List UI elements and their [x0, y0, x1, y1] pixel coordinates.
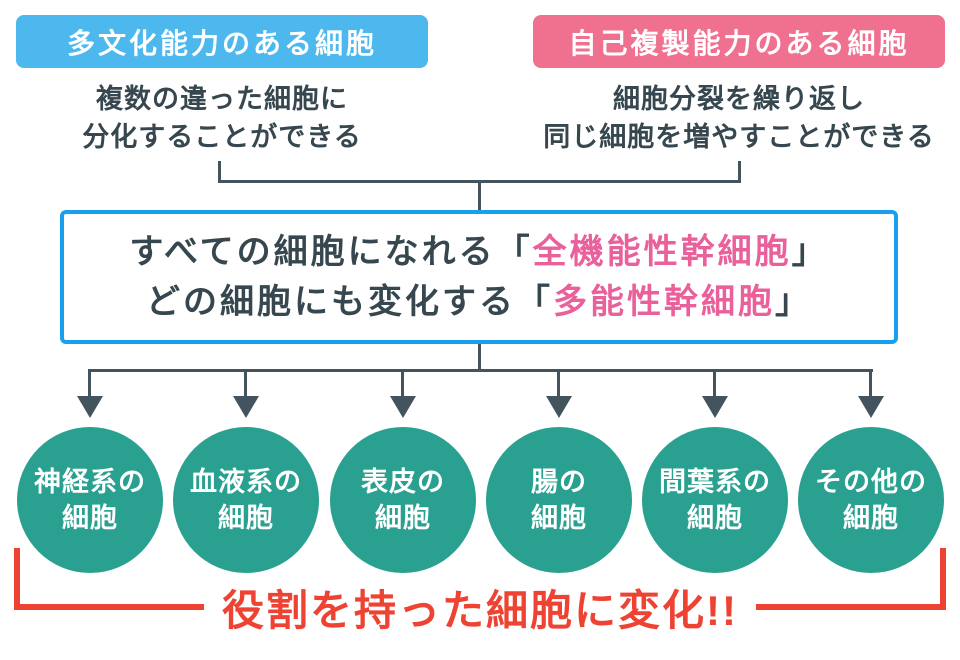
footer-caption: 役割を持った細胞に変化!!: [222, 586, 738, 634]
down-arrow-icon-2: [233, 396, 259, 418]
connector-bottom-center-stub: [478, 344, 481, 371]
cell-circle-other: その他の 細胞: [798, 427, 944, 573]
definition-line2: どの細胞にも変化する「多能性幹細胞」: [146, 277, 812, 327]
cell-label-line1: その他の: [815, 467, 927, 497]
self-renewal-description: 細胞分裂を繰り返し 同じ細胞を増やすことができる: [533, 80, 945, 156]
down-arrow-stem-2: [244, 369, 247, 397]
down-arrow-stem-1: [88, 369, 91, 397]
down-arrow-stem-5: [713, 369, 716, 397]
footer-dash-left: [14, 604, 205, 610]
footer-caption-row: 役割を持った細胞に変化!!: [14, 576, 947, 638]
self-renewal-badge: 自己複製能力のある細胞: [533, 15, 945, 68]
cell-label-line1: 腸の: [531, 467, 587, 497]
down-arrow-icon-1: [77, 396, 103, 418]
connector-bottom-horizontal: [89, 369, 873, 372]
definition-line1-bracket: 」: [791, 233, 829, 271]
cell-label-line2: 細胞: [843, 503, 899, 533]
multipotency-desc-line2: 分化することができる: [82, 122, 362, 152]
cell-circle-mesenchymal: 間葉系の 細胞: [642, 427, 788, 573]
footer-bracket-left: [14, 548, 20, 610]
down-arrow-icon-5: [702, 396, 728, 418]
definition-line1: すべての細胞になれる「全機能性幹細胞」: [129, 227, 828, 277]
down-arrow-icon-6: [858, 396, 884, 418]
connector-top-center-stub: [478, 180, 481, 211]
definition-line2-text: どの細胞にも変化する「: [146, 283, 553, 321]
self-renewal-badge-label: 自己複製能力のある細胞: [568, 27, 910, 59]
definition-line2-bracket: 」: [775, 283, 812, 321]
cell-label-line1: 血液系の: [190, 467, 302, 497]
connector-left-vertical: [218, 161, 221, 183]
cell-circle-nerve: 神経系の 細胞: [17, 427, 163, 573]
multipotency-badge-label: 多文化能力のある細胞: [66, 27, 377, 59]
down-arrow-stem-4: [557, 369, 560, 397]
multipotency-desc-line1: 複数の違った細胞に: [96, 84, 348, 114]
cell-circle-blood: 血液系の 細胞: [173, 427, 319, 573]
down-arrow-icon-3: [390, 396, 416, 418]
self-renewal-desc-line1: 細胞分裂を繰り返し: [613, 84, 865, 114]
totipotent-term: 全機能性幹細胞: [532, 233, 792, 271]
down-arrow-stem-6: [869, 369, 872, 397]
connector-right-vertical: [738, 161, 741, 183]
self-renewal-desc-line2: 同じ細胞を増やすことができる: [543, 122, 935, 152]
cell-label-line2: 細胞: [62, 503, 118, 533]
cell-label-line1: 神経系の: [34, 467, 146, 497]
cell-label-line1: 表皮の: [361, 467, 445, 497]
cell-circle-epidermis: 表皮の 細胞: [330, 427, 476, 573]
definition-line1-text: すべての細胞になれる「: [129, 233, 533, 271]
cell-label-line2: 細胞: [375, 503, 431, 533]
cell-label-line1: 間葉系の: [659, 467, 771, 497]
cell-label-line2: 細胞: [687, 503, 743, 533]
down-arrow-stem-3: [401, 369, 404, 397]
footer-dash-right: [756, 604, 947, 610]
cell-circle-intestine: 腸の 細胞: [486, 427, 632, 573]
multipotency-badge: 多文化能力のある細胞: [16, 15, 428, 68]
footer-bracket-right: [940, 548, 946, 610]
stem-cell-definition-box: すべての細胞になれる「全機能性幹細胞」 どの細胞にも変化する「多能性幹細胞」: [60, 210, 898, 344]
cell-label-line2: 細胞: [531, 503, 587, 533]
down-arrow-icon-4: [546, 396, 572, 418]
cell-label-line2: 細胞: [218, 503, 274, 533]
multipotency-description: 複数の違った細胞に 分化することができる: [16, 80, 428, 156]
pluripotent-term: 多能性幹細胞: [553, 283, 775, 321]
